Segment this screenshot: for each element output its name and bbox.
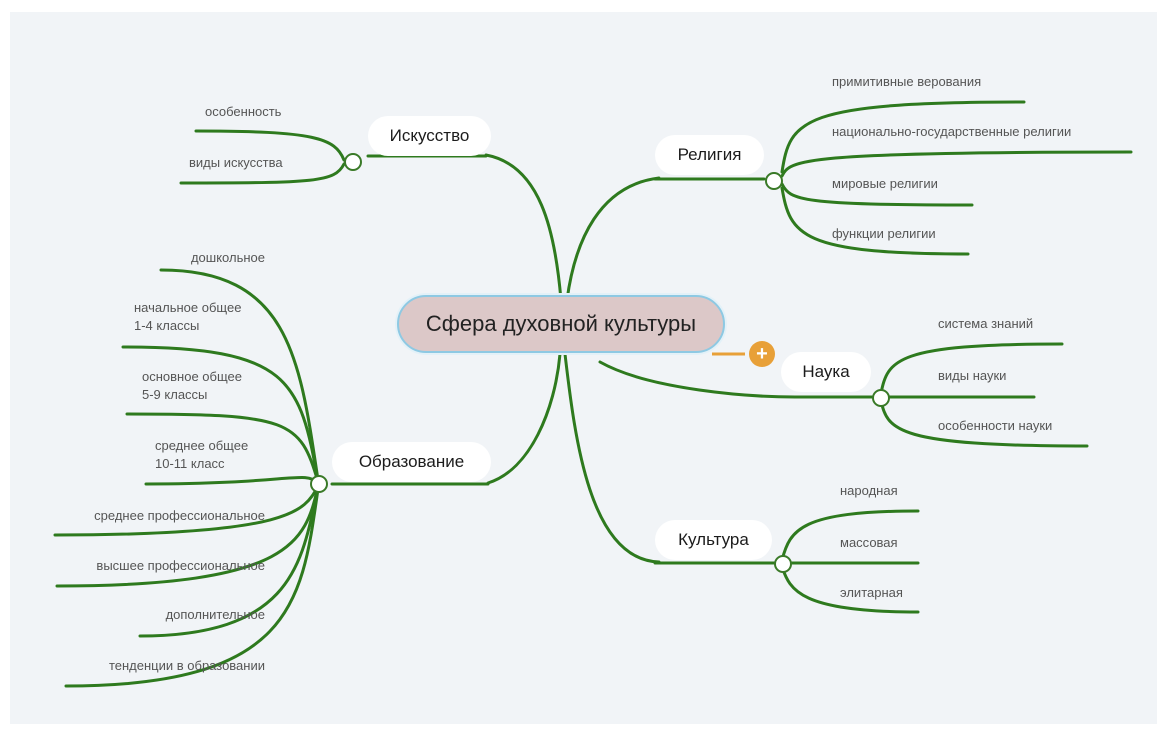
leaf-religiya-1[interactable]: примитивные верования: [832, 74, 982, 89]
topic-obrazovanie[interactable]: Образование: [332, 442, 491, 482]
collapse-circle-icon[interactable]: [765, 172, 783, 190]
leaf-religiya-4[interactable]: функции религии: [832, 226, 936, 241]
leaf-obrazovanie-7[interactable]: дополнительное: [165, 607, 265, 622]
leaf-religiya-3[interactable]: мировые религии: [832, 176, 938, 191]
leaf-obrazovanie-5[interactable]: среднее профессиональное: [94, 508, 265, 523]
topic-religiya[interactable]: Религия: [655, 135, 764, 175]
leaf-nauka-1[interactable]: система знаний: [938, 316, 1034, 331]
leaf-iskusstvo-2[interactable]: виды искусства: [189, 155, 283, 170]
collapse-circle-icon[interactable]: [774, 555, 792, 573]
leaf-kultura-2[interactable]: массовая: [840, 535, 898, 550]
branch-line: [598, 360, 797, 399]
branch-line: [563, 352, 661, 564]
topic-kultura[interactable]: Культура: [655, 520, 772, 560]
plus-icon[interactable]: +: [749, 341, 775, 367]
leaf-nauka-3[interactable]: особенности науки: [938, 418, 1053, 433]
branch-line: [565, 176, 661, 302]
topic-iskusstvo[interactable]: Искусство: [368, 116, 491, 156]
topic-nauka[interactable]: Наука: [781, 352, 871, 392]
leaf-iskusstvo-1[interactable]: особенность: [205, 104, 282, 119]
leaf-nauka-2[interactable]: виды науки: [938, 368, 1007, 383]
leaf-obrazovanie-1[interactable]: дошкольное: [190, 250, 265, 265]
collapse-circle-icon[interactable]: [344, 153, 362, 171]
collapse-circle-icon[interactable]: [872, 389, 890, 407]
branch-line: [484, 153, 563, 302]
leaf-obrazovanie-2[interactable]: начальное общее 1-4 классы: [134, 300, 242, 333]
collapse-circle-icon[interactable]: [310, 475, 328, 493]
leaf-kultura-1[interactable]: народная: [840, 483, 898, 498]
leaf-religiya-2[interactable]: национально-государственные религии: [832, 124, 1072, 139]
central-topic[interactable]: Сфера духовной культуры: [397, 295, 725, 353]
leaf-obrazovanie-6[interactable]: высшее профессиональное: [96, 558, 265, 573]
leaf-kultura-3[interactable]: элитарная: [840, 585, 903, 600]
leaf-obrazovanie-8[interactable]: тенденции в образовании: [108, 658, 265, 673]
leaf-obrazovanie-4[interactable]: среднее общее 10-11 класс: [155, 438, 249, 471]
leaf-obrazovanie-3[interactable]: основное общее 5-9 классы: [142, 369, 242, 402]
branch-line: [486, 352, 562, 485]
